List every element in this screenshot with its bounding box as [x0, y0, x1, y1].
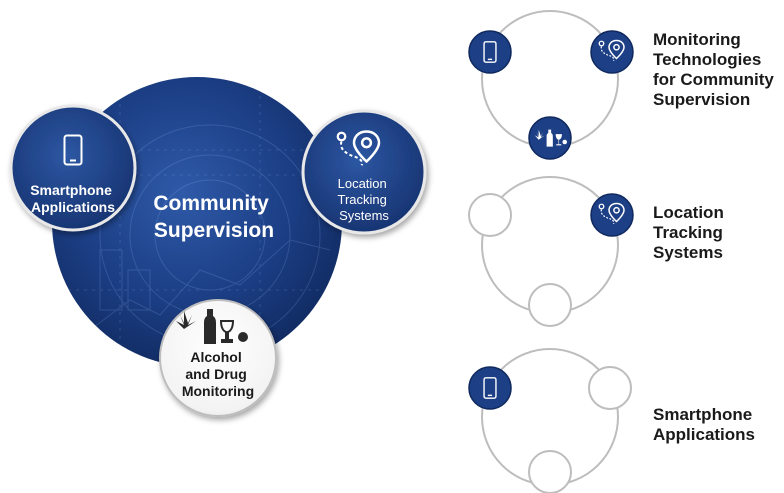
panel-node-smartphone — [468, 30, 512, 74]
panel-smartphone-applications — [468, 348, 632, 493]
panel-node-empty — [528, 450, 572, 493]
alcohol-node-label: Alcohol and Drug Monitoring — [182, 349, 254, 399]
location-node — [301, 109, 427, 235]
hero-diagram: Community Supervision Smartphone Applica… — [9, 77, 427, 417]
smartphone-node — [9, 104, 137, 232]
smartphone-node-label: Smartphone Applications — [30, 182, 116, 215]
panel-node-empty — [528, 283, 572, 327]
panel-caption-smartphone: Smartphone Applications — [653, 405, 756, 444]
hero-title: Community Supervision — [153, 192, 274, 242]
panel-caption-monitoring: Monitoring Technologies for Community Su… — [653, 30, 774, 109]
panel-node-location — [590, 193, 634, 237]
panel-location-tracking — [468, 176, 634, 327]
panel-node-empty — [588, 366, 632, 410]
substance-icon — [176, 309, 248, 344]
alcohol-node — [159, 299, 277, 417]
panel-caption-location: Location Tracking Systems — [653, 203, 724, 262]
location-node-label: Location Tracking Systems — [338, 176, 391, 223]
panel-node-empty — [468, 193, 512, 237]
panel-all-technologies — [468, 10, 634, 160]
panel-node-smartphone — [468, 366, 512, 410]
panel-node-location — [590, 30, 634, 74]
